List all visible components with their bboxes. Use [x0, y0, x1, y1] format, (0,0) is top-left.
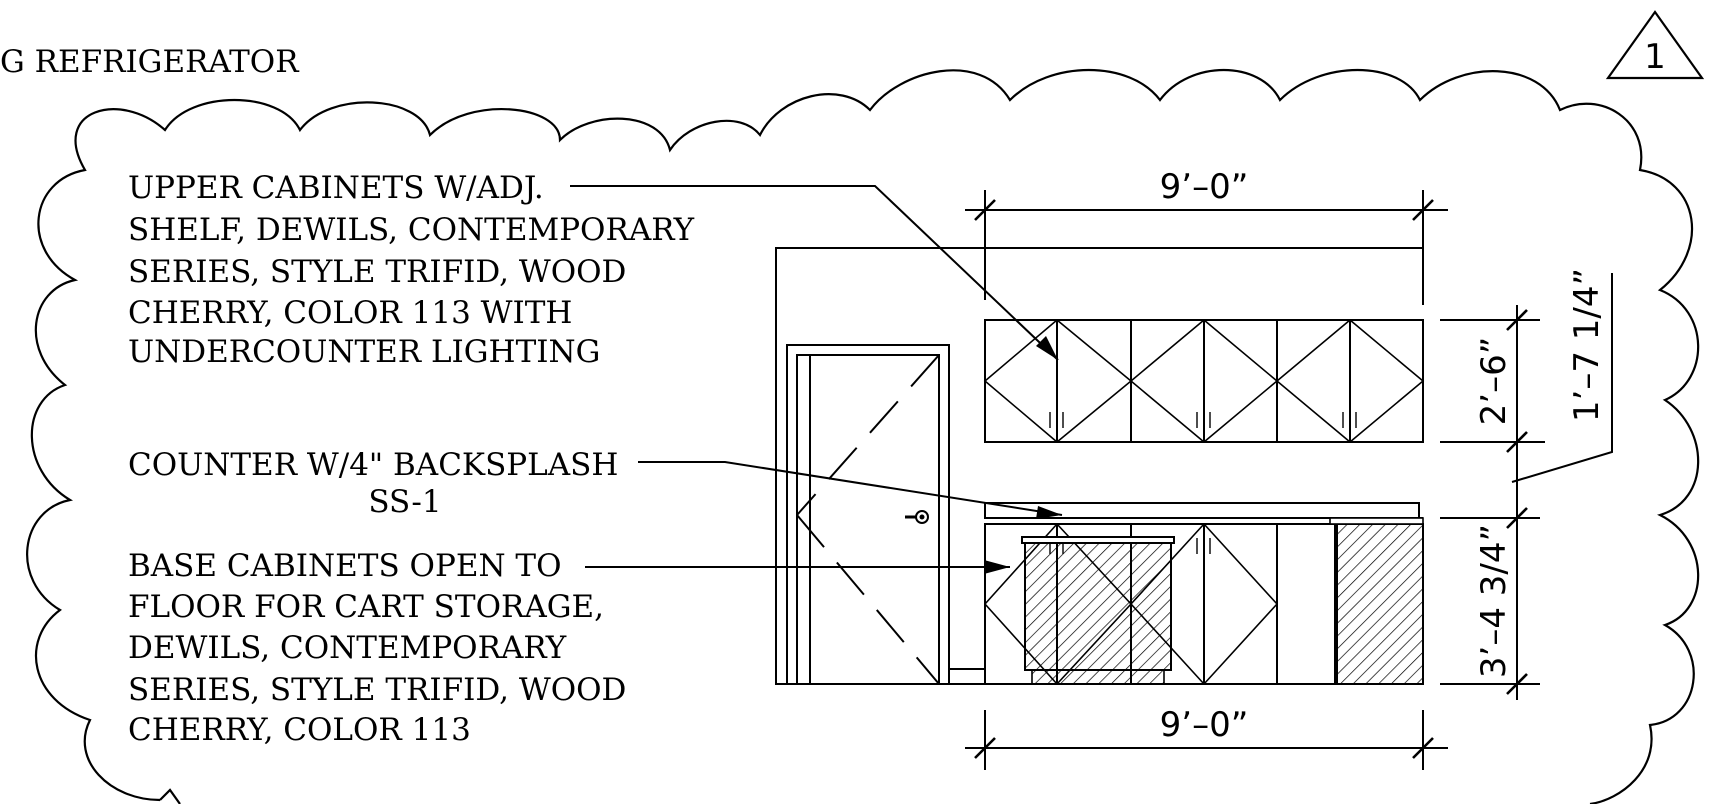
- page-title: G REFRIGERATOR: [0, 44, 300, 80]
- svg-text:9’–0”: 9’–0”: [1160, 167, 1249, 207]
- cloud-tail: [159, 788, 181, 804]
- cart-right: [1336, 523, 1424, 685]
- svg-text:UNDERCOUNTER LIGHTING: UNDERCOUNTER LIGHTING: [128, 334, 600, 370]
- svg-text:9’–0”: 9’–0”: [1160, 705, 1249, 745]
- svg-text:SERIES, STYLE TRIFID, WOOD: SERIES, STYLE TRIFID, WOOD: [128, 254, 626, 290]
- upper-leader-arrow: [1036, 336, 1058, 360]
- svg-text:CHERRY, COLOR 113: CHERRY, COLOR 113: [128, 712, 471, 748]
- upper-cabinets: [983, 319, 1425, 443]
- upper-cabinets-note: UPPER CABINETS W/ADJ. SHELF, DEWILS, CON…: [128, 170, 695, 370]
- dimension-bottom-width: 9’–0”: [965, 705, 1448, 770]
- svg-text:SS-1: SS-1: [368, 484, 441, 520]
- svg-text:DEWILS, CONTEMPORARY: DEWILS, CONTEMPORARY: [128, 630, 567, 666]
- dimension-vertical: 2’–6” 3’–4 3/4”: [1440, 305, 1545, 700]
- svg-text:FLOOR FOR CART STORAGE,: FLOOR FOR CART STORAGE,: [128, 589, 604, 625]
- counter-leader-line: [638, 461, 1063, 516]
- base-cabinets-note: BASE CABINETS OPEN TO FLOOR FOR CART STO…: [128, 548, 626, 748]
- revision-triangle: [1605, 10, 1705, 80]
- svg-text:SERIES, STYLE TRIFID, WOOD: SERIES, STYLE TRIFID, WOOD: [128, 672, 626, 708]
- upper-leader-line: [570, 185, 1059, 361]
- svg-text:3’–4 3/4”: 3’–4 3/4”: [1474, 524, 1514, 678]
- door: [786, 344, 950, 685]
- dimension-top-width: 9’–0”: [965, 167, 1448, 300]
- revision-cloud: [26, 68, 1700, 804]
- svg-text:SHELF, DEWILS, CONTEMPORARY: SHELF, DEWILS, CONTEMPORARY: [128, 212, 695, 248]
- counter-leader-arrow: [1036, 506, 1062, 519]
- counter-note: COUNTER W/4" BACKSPLASH SS-1: [128, 447, 618, 520]
- svg-text:BASE CABINETS OPEN TO: BASE CABINETS OPEN TO: [128, 548, 562, 584]
- svg-text:COUNTER W/4" BACKSPLASH: COUNTER W/4" BACKSPLASH: [128, 447, 618, 483]
- dimension-offset: 1’–7 1/4”: [1511, 268, 1613, 483]
- base-leader-arrow: [984, 560, 1010, 574]
- svg-text:1’–7 1/4”: 1’–7 1/4”: [1567, 268, 1607, 422]
- revision-number: 1: [1644, 37, 1666, 77]
- svg-text:UPPER CABINETS W/ADJ.: UPPER CABINETS W/ADJ.: [128, 170, 544, 206]
- svg-text:2’–6”: 2’–6”: [1474, 337, 1514, 426]
- base-cabinets: [983, 517, 1424, 685]
- svg-text:CHERRY, COLOR 113 WITH: CHERRY, COLOR 113 WITH: [128, 295, 572, 331]
- cart-left: [1024, 539, 1172, 671]
